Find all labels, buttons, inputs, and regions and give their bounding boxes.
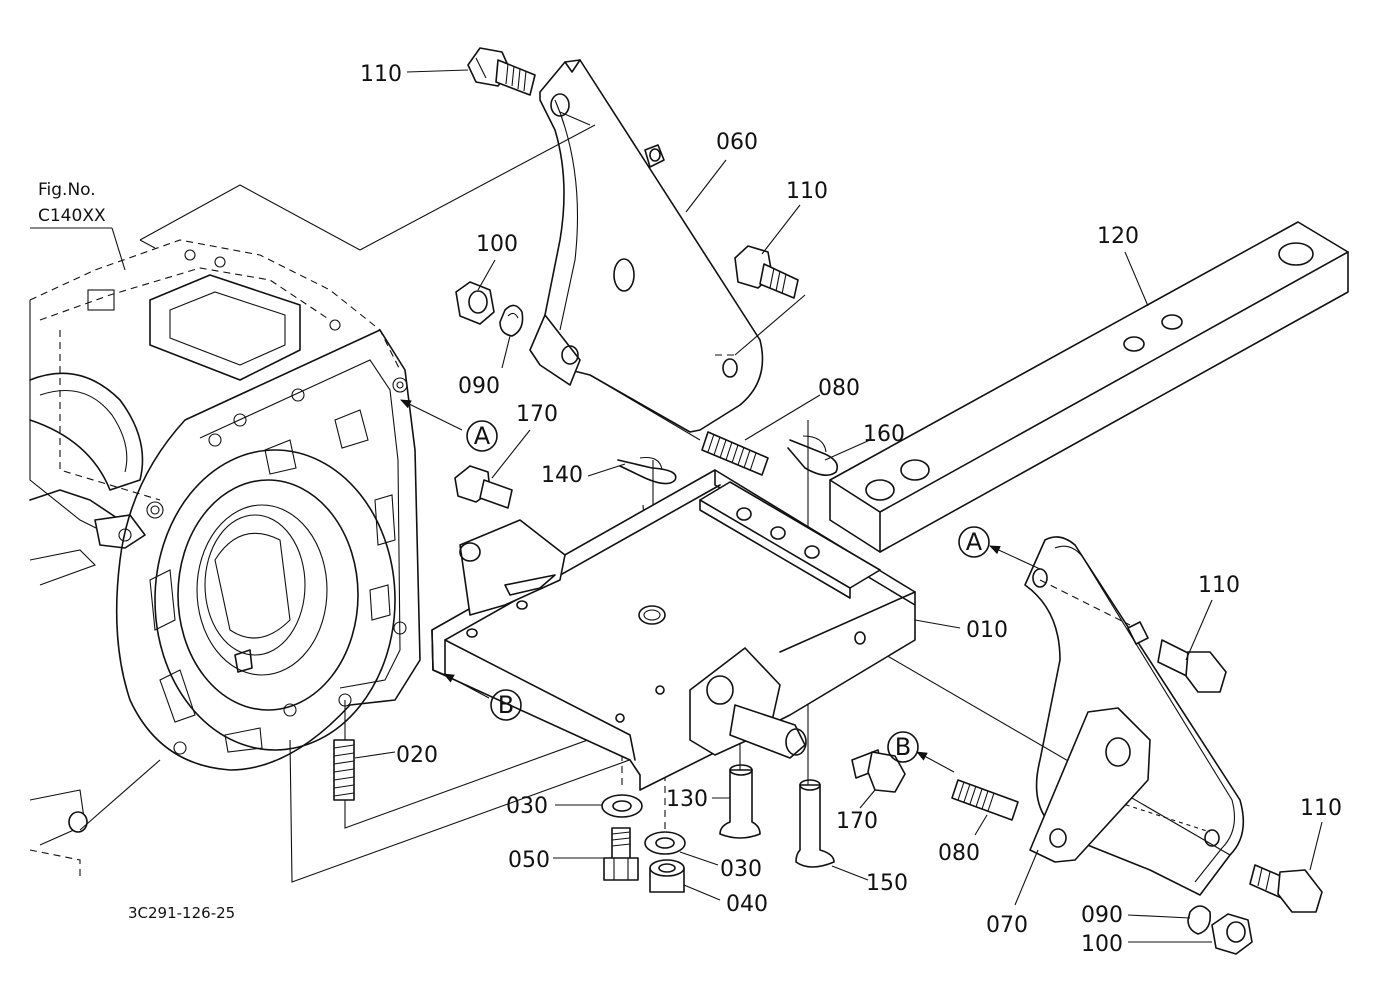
part-label-130: 130 <box>666 787 708 812</box>
part-label-030: 030 <box>506 794 548 819</box>
hitch-bracket-010 <box>431 469 916 791</box>
bracket-060 <box>529 59 764 441</box>
part-label-020: 020 <box>396 743 438 768</box>
callout-A-lower: A <box>958 526 990 558</box>
diagram-code: 3C291-126-25 <box>128 904 235 922</box>
spacer-040 <box>649 859 685 893</box>
part-label-060: 060 <box>716 130 758 155</box>
transmission-housing <box>29 239 401 880</box>
part-label-120: 120 <box>1097 224 1139 249</box>
bolt-110-upper-left <box>467 47 536 96</box>
callout-letter-A: A <box>966 528 983 556</box>
washer-030-right <box>644 831 686 855</box>
bracket-070 <box>1024 536 1245 896</box>
drawbar-120 <box>829 221 1349 553</box>
nut-100-upper <box>455 281 495 325</box>
bolt-050 <box>603 827 639 881</box>
figure-reference: Fig.No. C140XX <box>38 180 106 226</box>
stud-080-lower <box>951 779 1019 821</box>
leader-lines <box>30 69 1323 943</box>
part-label-040: 040 <box>726 892 768 917</box>
part-label-090: 090 <box>1081 903 1123 928</box>
part-label-110: 110 <box>360 62 402 87</box>
bolt-110-lower-right <box>1249 864 1323 913</box>
part-label-080: 080 <box>938 841 980 866</box>
callout-letter-B: B <box>498 691 514 719</box>
part-label-070: 070 <box>986 913 1028 938</box>
stud-020 <box>333 739 355 801</box>
washer-090-lower <box>1187 905 1212 935</box>
hair-pin-140 <box>617 456 677 485</box>
part-label-080: 080 <box>818 376 860 401</box>
callout-letter-A: A <box>474 422 491 450</box>
fig-ref-line1: Fig.No. <box>38 180 96 200</box>
part-label-170: 170 <box>836 809 878 834</box>
fig-ref-line2: C140XX <box>38 206 106 226</box>
part-label-150: 150 <box>866 871 908 896</box>
part-label-110: 110 <box>1198 573 1240 598</box>
pin-150 <box>795 779 835 868</box>
hair-pin-160 <box>787 435 839 476</box>
part-label-110: 110 <box>1300 796 1342 821</box>
callout-arrows <box>400 399 1041 773</box>
bolt-110-mid-right <box>1127 621 1227 693</box>
callout-letter-B: B <box>895 733 911 761</box>
part-labels: 110 060 110 100 120 090 080 170 160 140 … <box>360 62 1342 957</box>
callout-B-right: B <box>887 731 919 763</box>
flange-plate <box>115 329 421 771</box>
part-label-050: 050 <box>508 848 550 873</box>
part-label-100: 100 <box>1081 932 1123 957</box>
washer-030-left <box>601 794 643 818</box>
callout-B-left: B <box>490 689 522 721</box>
callout-A-upper: A <box>466 420 498 452</box>
part-label-170: 170 <box>516 402 558 427</box>
pin-130 <box>719 764 761 839</box>
stud-080-upper <box>701 431 769 476</box>
part-label-100: 100 <box>476 232 518 257</box>
bolt-170-right <box>851 749 906 793</box>
part-label-090: 090 <box>458 374 500 399</box>
part-label-140: 140 <box>541 463 583 488</box>
part-label-110: 110 <box>786 179 828 204</box>
bolt-110-upper-right <box>734 245 799 299</box>
nut-100-lower <box>1211 913 1253 955</box>
part-label-160: 160 <box>863 422 905 447</box>
part-label-010: 010 <box>966 618 1008 643</box>
bolt-170-left <box>454 465 513 509</box>
part-label-030: 030 <box>720 857 762 882</box>
washer-090-upper <box>499 304 524 337</box>
